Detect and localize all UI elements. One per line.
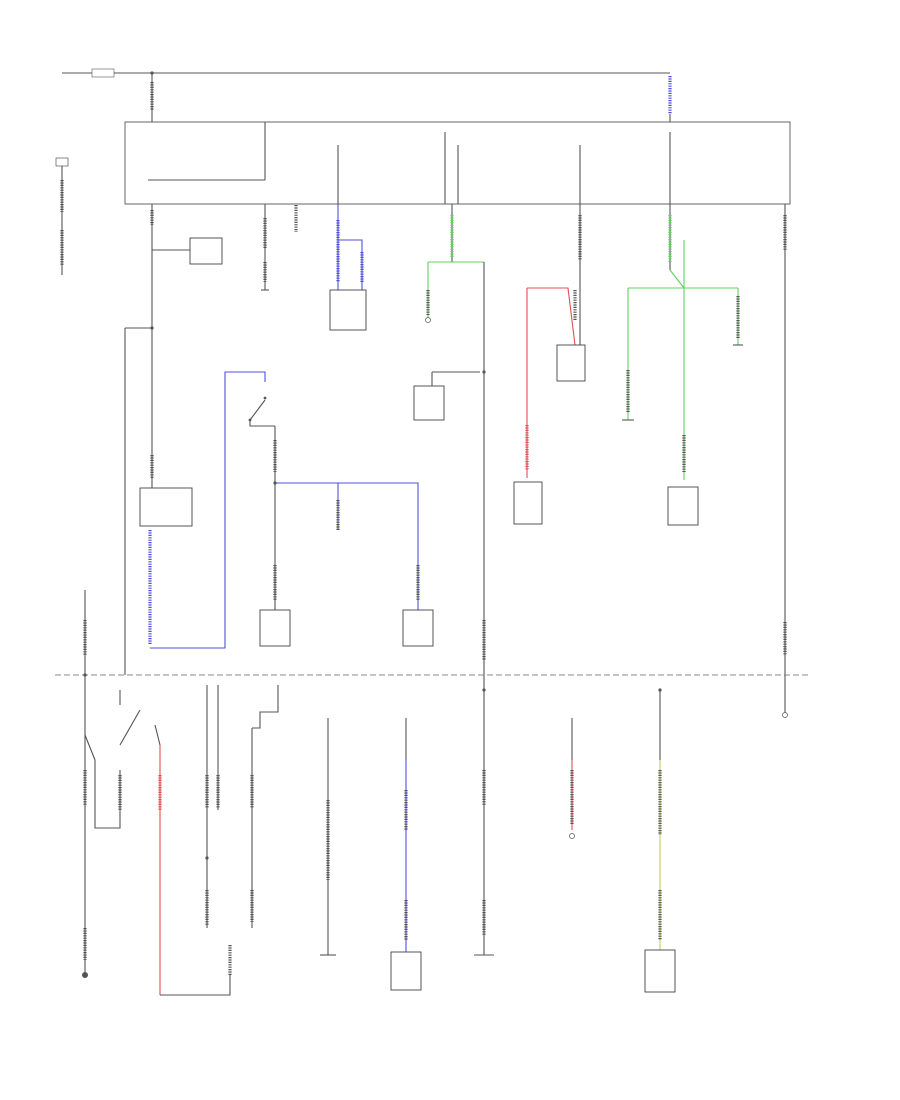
left-trunk-wire — [124, 204, 154, 675]
relay-box-b — [556, 344, 586, 382]
cruise-control-box — [644, 949, 676, 993]
lower-fuse-box — [55, 673, 810, 677]
red-branch-circuit — [513, 204, 586, 525]
radiator-fan-box — [390, 951, 422, 991]
main-fusible-link — [91, 68, 115, 78]
ignition-relay-box — [139, 487, 193, 527]
battery-symbol — [55, 157, 69, 275]
lower-left-circuits — [82, 590, 279, 996]
ignition-coil-box — [259, 609, 291, 647]
green-branch-circuit — [425, 204, 486, 675]
green-right-circuit — [622, 204, 743, 526]
lower-middle-circuits — [320, 675, 494, 991]
relay-box-a — [329, 289, 367, 331]
fan-relay-box — [413, 385, 445, 421]
fan-relay — [413, 371, 480, 421]
lower-right-circuits — [569, 675, 788, 993]
battery-supply-line — [62, 68, 672, 122]
blue-relay-circuit — [329, 204, 367, 331]
tachometer-box — [402, 609, 434, 647]
ground-tap-265 — [261, 204, 269, 291]
fan-motor-box — [513, 481, 543, 525]
rear-defogger-box — [667, 486, 699, 526]
upper-fuse-taps — [337, 132, 671, 204]
generator-module-box — [189, 237, 223, 265]
ignition-blue-circuit — [139, 371, 434, 649]
